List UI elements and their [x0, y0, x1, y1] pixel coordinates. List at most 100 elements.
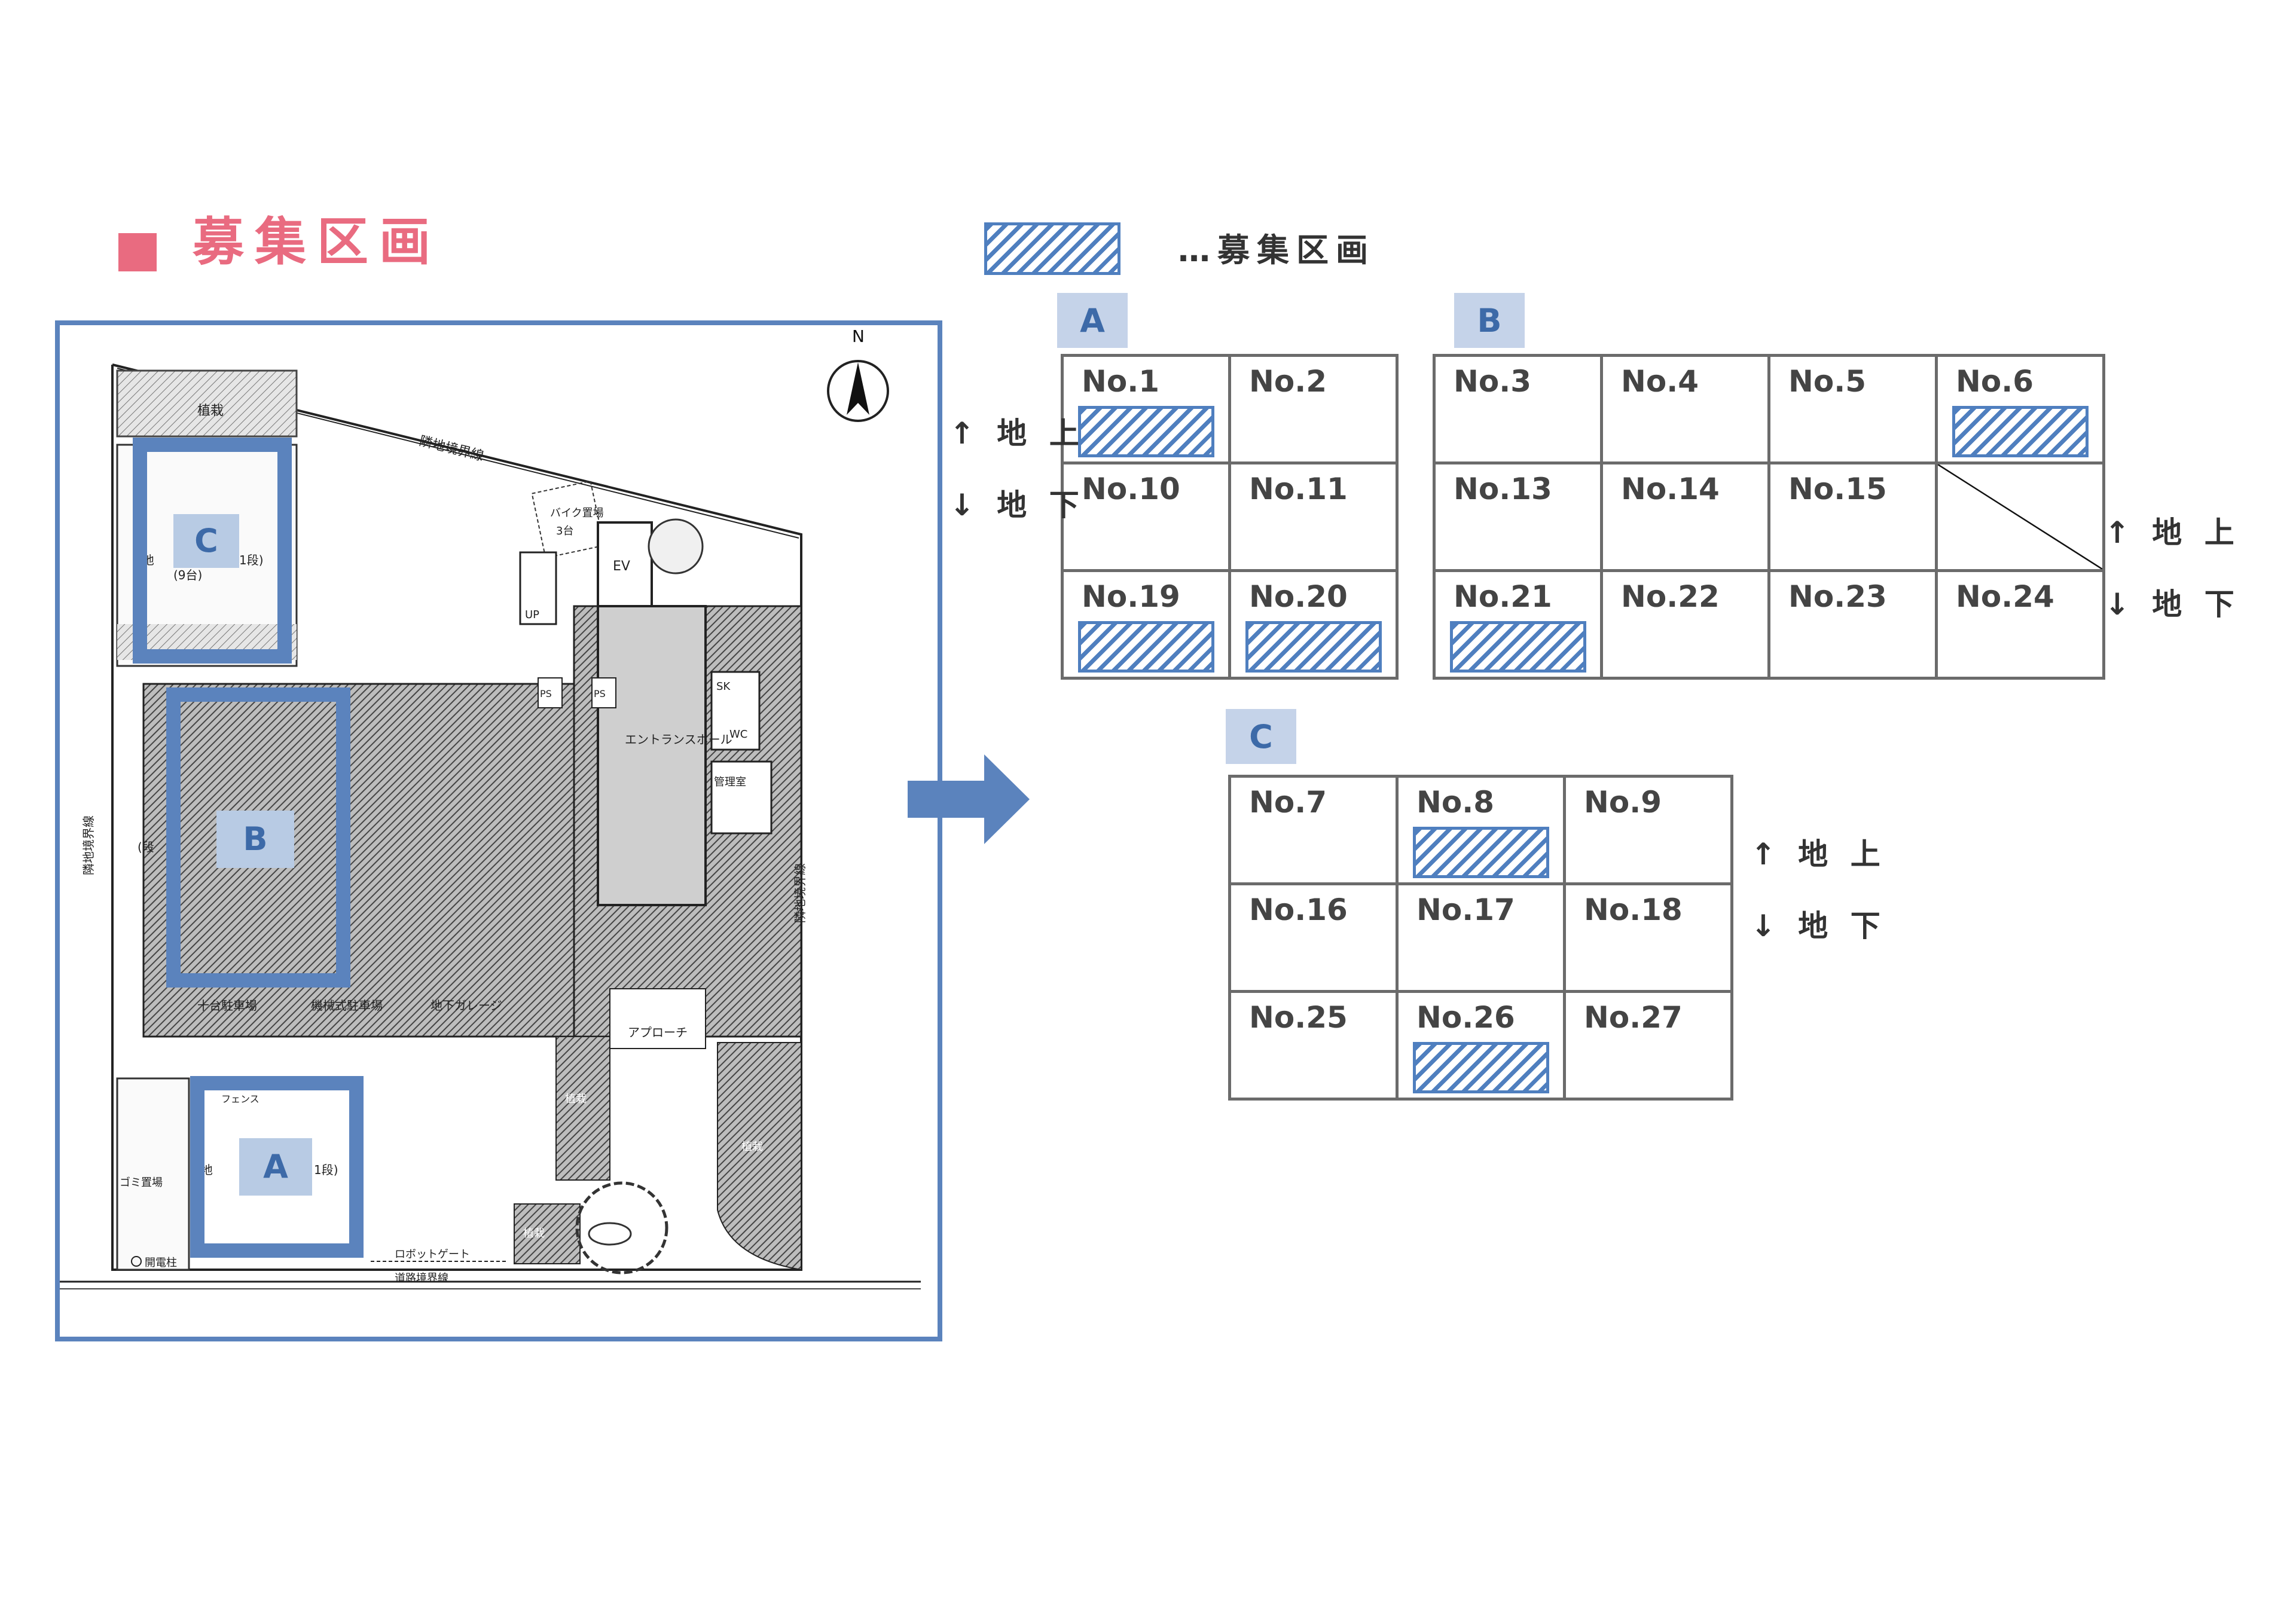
- svg-text:道路境界線: 道路境界線: [395, 1272, 448, 1285]
- page-title: 募集区画: [193, 212, 441, 272]
- parking-space-number: No.11: [1249, 472, 1348, 506]
- parking-space-number: No.19: [1082, 579, 1180, 614]
- section-c-down-label: ↓ 地 下: [1751, 909, 1886, 943]
- recruit-hatch-marker: [1413, 1042, 1549, 1093]
- parking-space-number: No.18: [1584, 893, 1683, 927]
- parking-space-number: No.2: [1249, 364, 1327, 399]
- parking-space-cell: No.16: [1228, 882, 1399, 993]
- parking-space-number: No.4: [1621, 364, 1699, 399]
- svg-text:3台: 3台: [556, 525, 573, 537]
- recruit-hatch-marker: [1078, 406, 1214, 457]
- map-zone-b: [166, 687, 350, 988]
- parking-space-cell: No.6: [1935, 354, 2105, 464]
- parking-space-number: No.17: [1416, 893, 1515, 927]
- planting-top: [116, 369, 298, 438]
- svg-text:開電柱: 開電柱: [145, 1257, 177, 1269]
- right-arrow-icon: [908, 754, 1030, 844]
- parking-space-cell: No.2: [1228, 354, 1399, 464]
- svg-text:エントランスホール: エントランスホール: [625, 732, 732, 747]
- grid-row: No.7 No.8 No.9: [1228, 775, 1733, 885]
- parking-space-cell: No.23: [1767, 569, 1938, 680]
- svg-text:PS: PS: [594, 688, 606, 699]
- legend-hatch-swatch: [984, 222, 1120, 275]
- section-b-down-label: ↓ 地 下: [2105, 587, 2240, 622]
- svg-text:1段): 1段): [239, 553, 264, 567]
- recruit-hatch-marker: [1245, 621, 1382, 673]
- svg-text:PS: PS: [540, 688, 552, 699]
- recruit-hatch-marker: [1952, 406, 2089, 457]
- svg-text:植栽: 植栽: [197, 404, 224, 418]
- svg-text:隣地境界線: 隣地境界線: [418, 434, 486, 464]
- map-zone-c: [133, 438, 292, 664]
- parking-space-cell: No.8: [1396, 775, 1566, 885]
- svg-text:十台駐車場: 十台駐車場: [197, 998, 257, 1013]
- svg-text:EV: EV: [613, 559, 630, 574]
- svg-text:ロボットゲート: ロボットゲート: [395, 1248, 470, 1261]
- parking-space-number: No.22: [1621, 579, 1720, 614]
- north-icon: [827, 360, 889, 422]
- svg-text:(9台): (9台): [173, 568, 202, 582]
- diagonal-line-icon: [1938, 464, 2102, 569]
- parking-space-number: No.20: [1249, 579, 1348, 614]
- svg-text:1段): 1段): [314, 1163, 338, 1177]
- parking-space-number: No.26: [1416, 1000, 1515, 1035]
- section-c-up-label: ↑ 地 上: [1751, 837, 1886, 872]
- parking-space-number: No.27: [1584, 1000, 1683, 1035]
- grid-row: No.10 No.11: [1061, 461, 1399, 572]
- parking-space-cell: No.25: [1228, 990, 1399, 1101]
- parking-space-cell: No.7: [1228, 775, 1399, 885]
- svg-text:植栽: 植栽: [565, 1093, 587, 1105]
- parking-space-cell: No.14: [1600, 461, 1770, 572]
- svg-text:地下ガレージ: 地下ガレージ: [430, 998, 502, 1013]
- recruit-hatch-marker: [1078, 621, 1214, 673]
- parking-space-number: No.23: [1788, 579, 1887, 614]
- parking-space-number: No.9: [1584, 785, 1662, 820]
- parking-space-cell: No.27: [1563, 990, 1733, 1101]
- svg-text:ゴミ置場: ゴミ置場: [120, 1176, 163, 1189]
- recruit-hatch-marker: [1413, 827, 1549, 878]
- title-marker: [118, 233, 157, 271]
- svg-text:SK: SK: [716, 680, 731, 693]
- parking-space-number: No.14: [1621, 472, 1720, 506]
- map-zone-a-label: A: [239, 1138, 312, 1196]
- map-zone-b-label: B: [216, 811, 294, 868]
- parking-space-number: No.13: [1454, 472, 1552, 506]
- parking-space-cell: No.17: [1396, 882, 1566, 993]
- svg-text:フェンス: フェンス: [221, 1093, 259, 1105]
- svg-text:管理室: 管理室: [714, 776, 746, 788]
- section-b-badge: B: [1454, 293, 1525, 348]
- parking-space-number: No.24: [1956, 579, 2054, 614]
- svg-text:アプローチ: アプローチ: [628, 1025, 688, 1040]
- parking-space-cell: No.5: [1767, 354, 1938, 464]
- section-a-up-label: ↑ 地 上: [949, 416, 1085, 451]
- parking-space-number: No.10: [1082, 472, 1180, 506]
- parking-space-cell: No.26: [1396, 990, 1566, 1101]
- svg-text:隣地境界線: 隣地境界線: [81, 815, 96, 875]
- parking-space-cell: No.22: [1600, 569, 1770, 680]
- parking-space-cell: No.13: [1433, 461, 1603, 572]
- grid-row: No.19 No.20: [1061, 569, 1399, 680]
- svg-text:機械式駐車場: 機械式駐車場: [311, 998, 383, 1013]
- parking-space-cell: No.10: [1061, 461, 1231, 572]
- svg-text:植栽: 植栽: [523, 1227, 545, 1240]
- unavailable-space-cell: [1935, 461, 2105, 572]
- section-c-badge: C: [1226, 709, 1296, 764]
- parking-space-cell: No.24: [1935, 569, 2105, 680]
- parking-space-number: No.3: [1454, 364, 1531, 399]
- svg-text:植栽: 植栽: [741, 1141, 763, 1153]
- parking-space-cell: No.19: [1061, 569, 1231, 680]
- parking-space-cell: No.20: [1228, 569, 1399, 680]
- site-map-frame: [55, 320, 942, 1341]
- parking-space-number: No.8: [1416, 785, 1494, 820]
- svg-text:N: N: [852, 326, 865, 346]
- parking-space-number: No.16: [1249, 893, 1348, 927]
- svg-text:UP: UP: [525, 609, 539, 621]
- parking-space-number: No.7: [1249, 785, 1327, 820]
